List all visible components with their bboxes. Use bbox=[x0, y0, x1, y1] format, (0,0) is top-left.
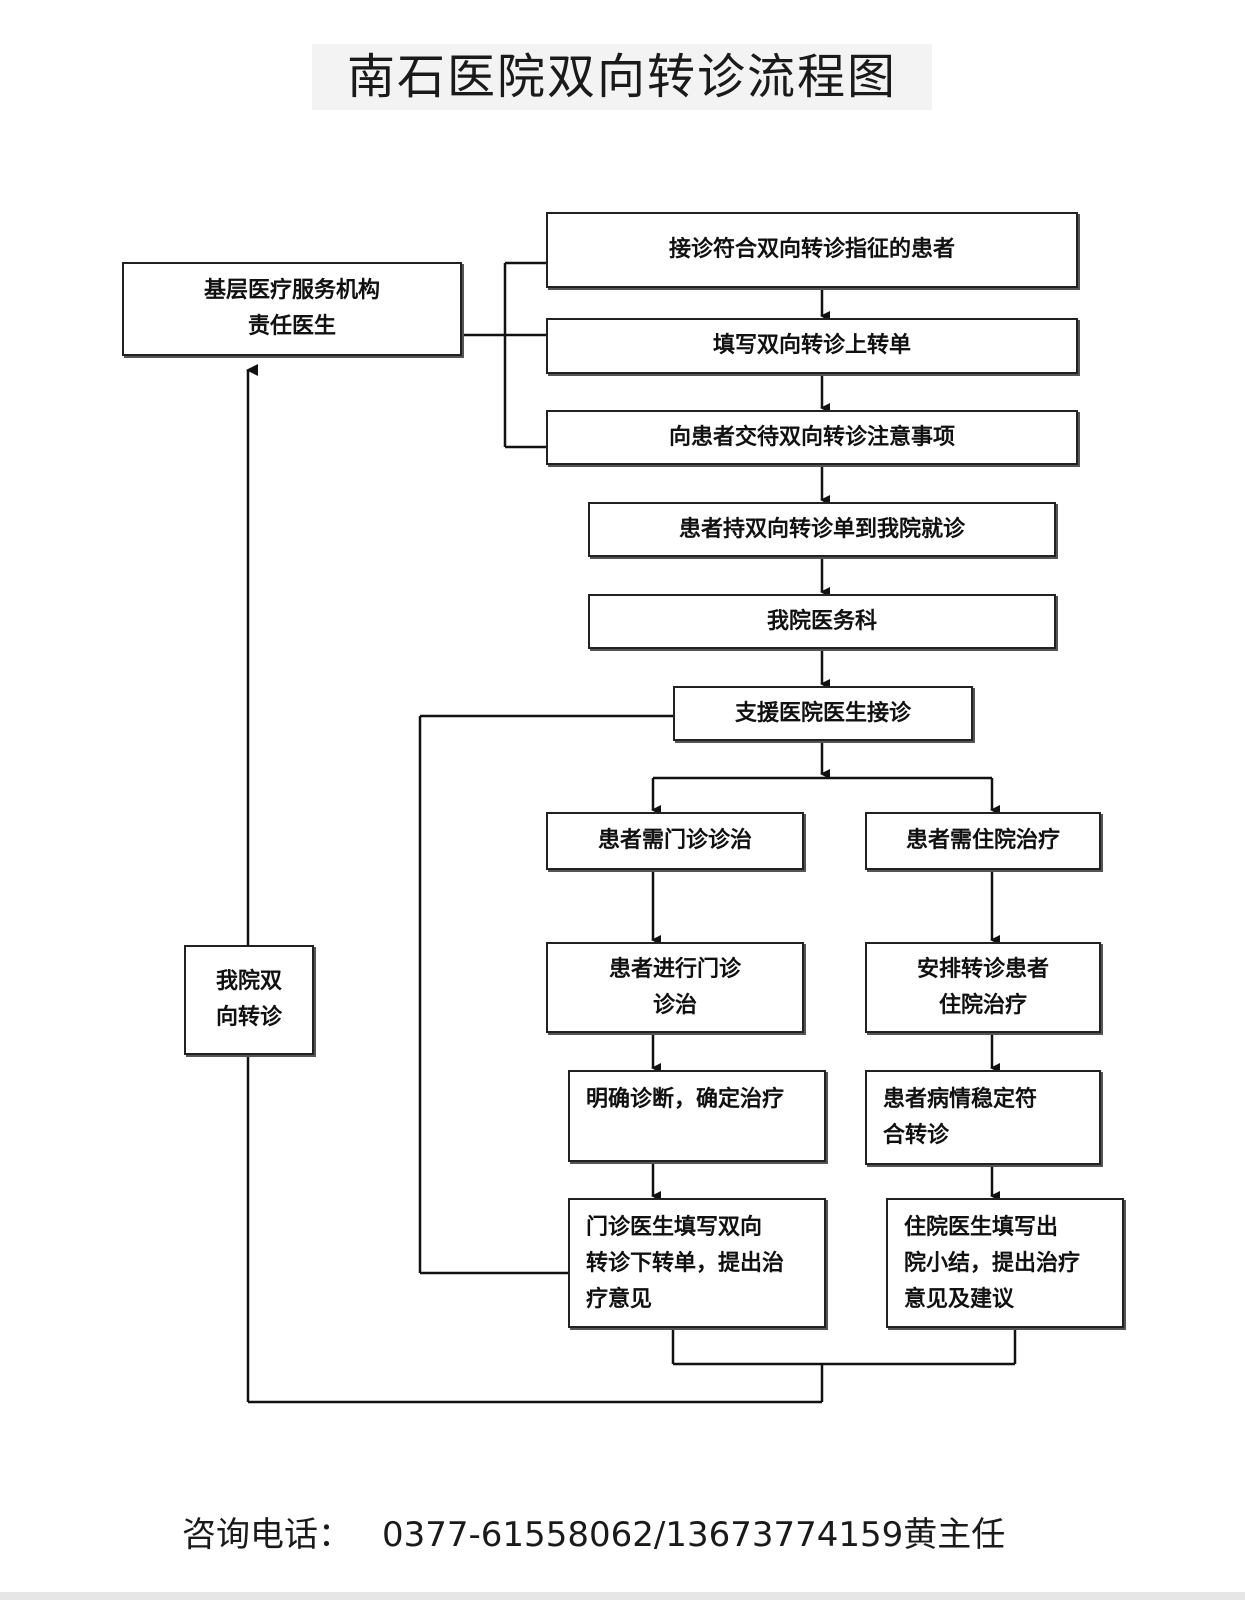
box-explain-notes: 向患者交待双向转诊注意事项 bbox=[546, 410, 1078, 465]
box-grassroots: 基层医疗服务机构 责任医生 bbox=[122, 262, 462, 356]
box-arrange-inpatient: 安排转诊患者 住院治疗 bbox=[865, 942, 1101, 1033]
contact-phone: 0377-61558062/13673774159黄主任 bbox=[382, 1515, 1006, 1555]
box-need-outpatient: 患者需门诊诊治 bbox=[546, 812, 804, 870]
box-receive-patient: 接诊符合双向转诊指征的患者 bbox=[546, 212, 1078, 288]
box-medical-dept: 我院医务科 bbox=[588, 594, 1056, 649]
bottom-divider bbox=[0, 1592, 1245, 1600]
box-patient-visit: 患者持双向转诊单到我院就诊 bbox=[588, 502, 1056, 557]
box-diagnosis: 明确诊断，确定治疗 bbox=[568, 1070, 826, 1162]
contact-info: 咨询电话： 0377-61558062/13673774159黄主任 bbox=[182, 1510, 1005, 1560]
box-condition-stable: 患者病情稳定符 合转诊 bbox=[865, 1070, 1101, 1165]
box-need-inpatient: 患者需住院治疗 bbox=[865, 812, 1101, 870]
box-support-doctor: 支援医院医生接诊 bbox=[673, 686, 973, 741]
box-outpatient-treatment: 患者进行门诊 诊治 bbox=[546, 942, 804, 1033]
box-fill-up-form: 填写双向转诊上转单 bbox=[546, 318, 1078, 374]
box-inpatient-doctor-summary: 住院医生填写出 院小结，提出治疗 意见及建议 bbox=[886, 1198, 1124, 1328]
box-outpatient-doctor-form: 门诊医生填写双向 转诊下转单，提出治 疗意见 bbox=[568, 1198, 826, 1328]
box-our-referral: 我院双 向转诊 bbox=[184, 945, 314, 1055]
contact-label: 咨询电话： bbox=[182, 1515, 352, 1555]
page-title: 南石医院双向转诊流程图 bbox=[312, 44, 932, 110]
